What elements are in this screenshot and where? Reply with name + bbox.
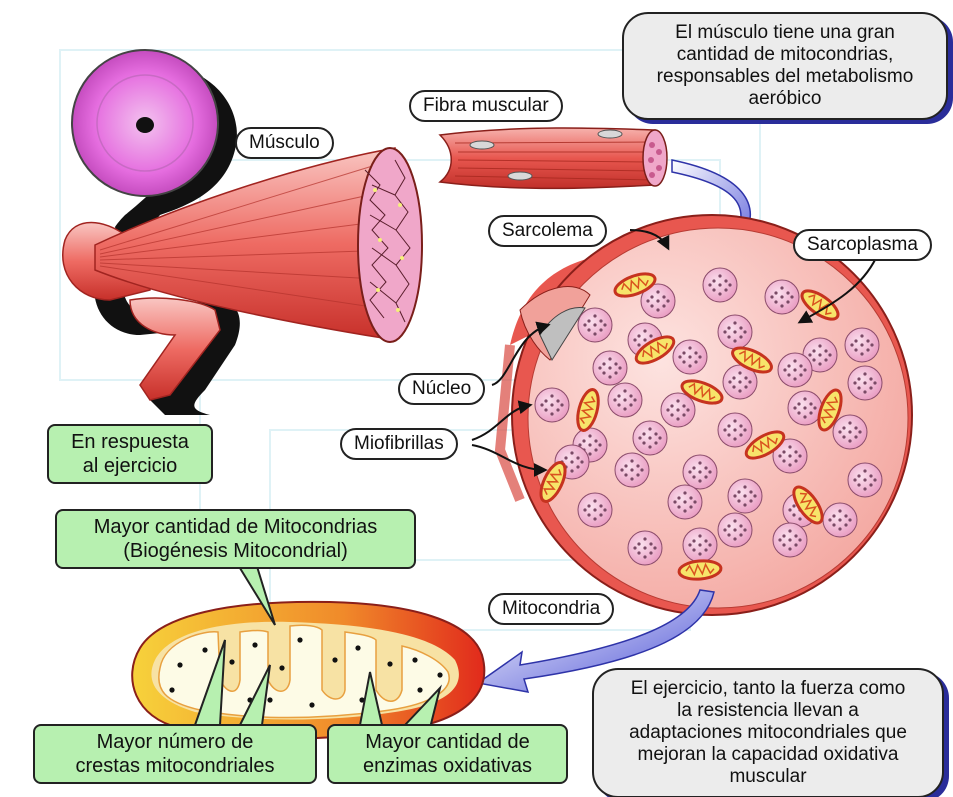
note-bottom-line-1: El ejercicio, tanto la fuerza como [604, 678, 932, 700]
myofibril [728, 479, 762, 513]
matrix-dot [267, 697, 272, 702]
note-bottom-line-3: adaptaciones mitocondriales que [604, 722, 932, 744]
muscle-fiber [440, 128, 667, 188]
matrix-dot [332, 657, 337, 662]
matrix-dot [229, 659, 234, 664]
note-mitocondrias-metabolismo: El músculo tiene una gran cantidad de mi… [622, 12, 948, 120]
box-mayor-cantidad-line-2: (Biogénesis Mitocondrial) [63, 539, 408, 563]
myofibril [823, 503, 857, 537]
box-enzimas-line-2: enzimas oxidativas [335, 754, 560, 778]
myofibril [661, 393, 695, 427]
myofibril [608, 383, 642, 417]
label-mitocondria: Mitocondria [488, 593, 614, 625]
matrix-dot [309, 702, 314, 707]
myofibril [578, 308, 612, 342]
myofibril [845, 328, 879, 362]
myofibril [668, 485, 702, 519]
matrix-dot [437, 672, 442, 677]
label-miofibrillas: Miofibrillas [340, 428, 458, 460]
label-sarcoplasma: Sarcoplasma [793, 229, 932, 261]
box-enzimas-oxidativas: Mayor cantidad de enzimas oxidativas [327, 724, 568, 784]
matrix-dot [279, 665, 284, 670]
myofibril [718, 413, 752, 447]
matrix-dot [252, 642, 257, 647]
note-bottom-line-2: la resistencia llevan a [604, 700, 932, 722]
myofibril [765, 280, 799, 314]
label-musculo: Músculo [235, 127, 334, 159]
matrix-dot [202, 647, 207, 652]
myofibril [778, 353, 812, 387]
myofibril [833, 415, 867, 449]
myofibril [628, 531, 662, 565]
box-respuesta-line-1: En respuesta [55, 430, 205, 454]
note-top-line-4: aeróbico [634, 88, 936, 110]
box-mayor-cantidad-line-1: Mayor cantidad de Mitocondrias [63, 515, 408, 539]
label-nucleo: Núcleo [398, 373, 485, 405]
myofibril [703, 268, 737, 302]
head-disc [72, 50, 218, 196]
myofibril [615, 453, 649, 487]
myofibril [773, 523, 807, 557]
note-bottom-line-5: muscular [604, 766, 932, 788]
matrix-dot [355, 645, 360, 650]
matrix-dot [169, 687, 174, 692]
myofibril [848, 366, 882, 400]
note-ejercicio-adaptaciones: El ejercicio, tanto la fuerza como la re… [592, 668, 944, 797]
myofibril [535, 388, 569, 422]
myofibril [718, 513, 752, 547]
matrix-dot [297, 637, 302, 642]
label-sarcolema: Sarcolema [488, 215, 607, 247]
box-crestas-line-2: crestas mitocondriales [41, 754, 309, 778]
myofibril [683, 455, 717, 489]
myofibril [593, 351, 627, 385]
matrix-dot [177, 662, 182, 667]
box-respuesta-line-2: al ejercicio [55, 454, 205, 478]
box-crestas-line-1: Mayor número de [41, 730, 309, 754]
box-mayor-cantidad-mitocondrias: Mayor cantidad de Mitocondrias (Biogénes… [55, 509, 416, 569]
myofibril [633, 421, 667, 455]
myofibril [578, 493, 612, 527]
box-crestas-mitocondriales: Mayor número de crestas mitocondriales [33, 724, 317, 784]
myofibril [718, 315, 752, 349]
note-top-line-3: responsables del metabolismo [634, 66, 936, 88]
note-top-line-2: cantidad de mitocondrias, [634, 44, 936, 66]
box-enzimas-line-1: Mayor cantidad de [335, 730, 560, 754]
box-respuesta-ejercicio: En respuesta al ejercicio [47, 424, 213, 484]
label-fibra-muscular: Fibra muscular [409, 90, 563, 122]
note-bottom-line-4: mejoran la capacidad oxidativa [604, 744, 932, 766]
myofibril [848, 463, 882, 497]
myofibril [788, 391, 822, 425]
myofibril [683, 528, 717, 562]
matrix-dot [387, 661, 392, 666]
note-top-line-1: El músculo tiene una gran [634, 22, 936, 44]
myofibril [673, 340, 707, 374]
matrix-dot [412, 657, 417, 662]
matrix-dot [417, 687, 422, 692]
